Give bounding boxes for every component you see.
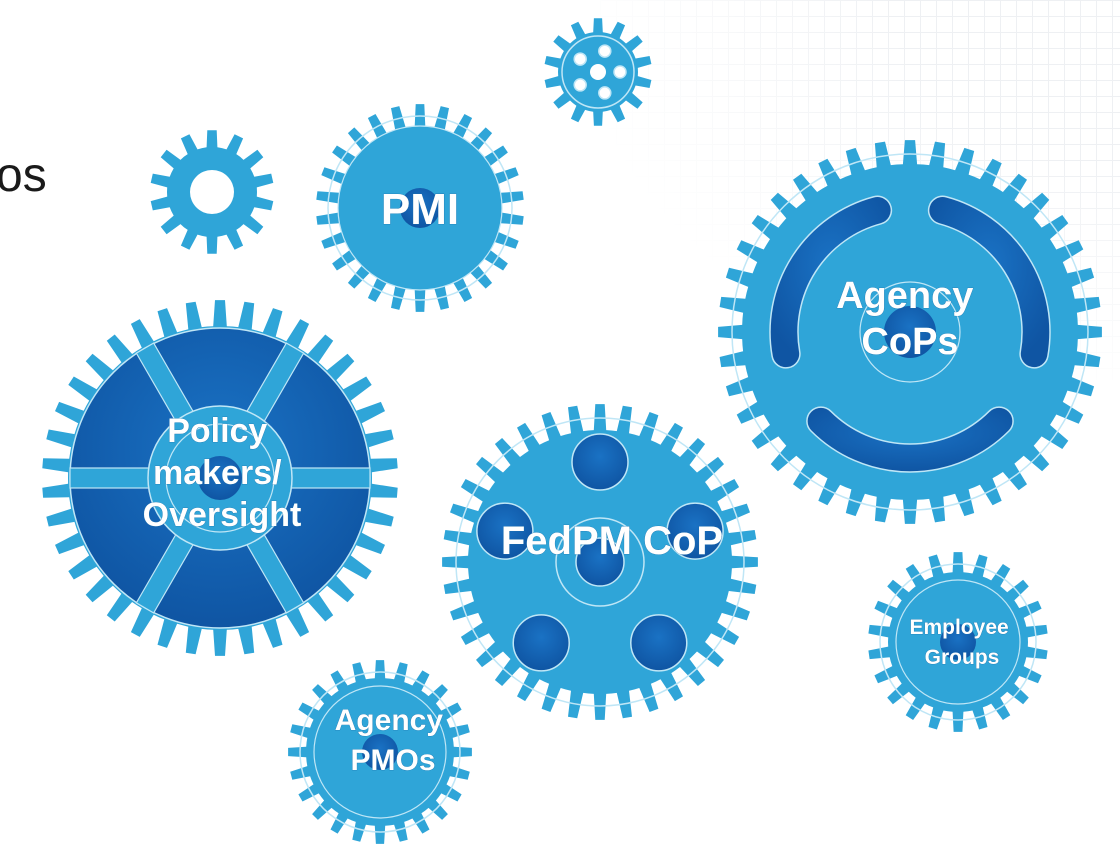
- gear-hole: [630, 614, 688, 672]
- gear-agency-pmos: Agency PMOs: [288, 660, 472, 844]
- gear-label-fedpm-cop: FedPM CoP: [501, 519, 723, 563]
- gear-employee-groups: Employee Groups: [868, 552, 1048, 732]
- gear-label-agency-pmos: Agency PMOs: [335, 704, 452, 777]
- gear-hole: [573, 78, 587, 92]
- gear-hole: [512, 614, 570, 672]
- gear-label-pmi: PMI: [381, 185, 459, 234]
- gear-hole: [571, 433, 629, 491]
- gear-hole: [598, 86, 612, 100]
- gear-label-policy-makers: Policy makers/ Oversight: [143, 412, 302, 534]
- gear-pmi: PMI: [316, 104, 524, 312]
- gear-label-employee-groups: Employee Groups: [909, 616, 1014, 669]
- gear-hole: [613, 65, 627, 79]
- gear-agency-cops: Agency CoPs: [718, 140, 1102, 524]
- gear-hole: [666, 502, 724, 560]
- small-gear-top-left: [150, 130, 274, 254]
- gear-label-agency-cops: Agency CoPs: [836, 275, 984, 363]
- heading-fragment: os: [0, 149, 47, 202]
- gear-hole: [598, 44, 612, 58]
- gear-hole: [573, 52, 587, 66]
- gear-hole: [476, 502, 534, 560]
- tiny-gear-top: [544, 18, 652, 126]
- gear-fedpm-cop: FedPM CoP: [442, 404, 758, 720]
- gear-policy-makers: Policy makers/ Oversight: [42, 300, 398, 656]
